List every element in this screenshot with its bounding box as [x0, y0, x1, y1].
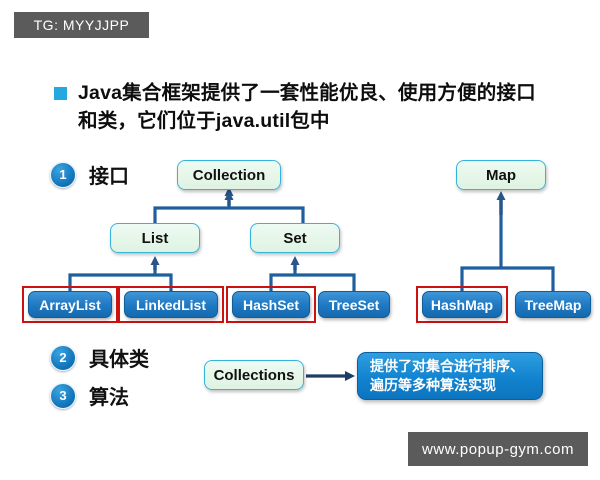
legend-item-concrete-classes: 2 具体类	[50, 343, 149, 372]
node-map[interactable]: Map	[456, 160, 546, 190]
node-list[interactable]: List	[110, 223, 200, 253]
heading-text: Java集合框架提供了一套性能优良、使用方便的接口和类，它们位于java.uti…	[78, 82, 536, 132]
legend-item-algorithm: 3 算法	[50, 381, 129, 410]
square-bullet-icon	[54, 87, 67, 100]
callout-line-2: 遍历等多种算法实现	[370, 377, 496, 393]
slide-heading: Java集合框架提供了一套性能优良、使用方便的接口和类，它们位于java.uti…	[54, 80, 554, 135]
node-linkedlist[interactable]: LinkedList	[124, 291, 218, 318]
node-treeset[interactable]: TreeSet	[318, 291, 390, 318]
legend-label-interface: 接口	[89, 166, 129, 188]
legend-number-badge-2: 2	[50, 344, 76, 371]
node-arraylist[interactable]: ArrayList	[28, 291, 112, 318]
node-collection[interactable]: Collection	[177, 160, 281, 190]
highlight-arraylist	[22, 286, 118, 323]
site-url-watermark: www.popup-gym.com	[408, 432, 588, 466]
node-hashmap[interactable]: HashMap	[422, 291, 502, 318]
legend-item-interface: 1 接口	[50, 160, 129, 189]
legend-number-badge-3: 3	[50, 382, 76, 409]
node-hashset[interactable]: HashSet	[232, 291, 310, 318]
legend-label-algorithm: 算法	[89, 387, 129, 409]
highlight-linkedlist	[118, 286, 224, 323]
node-set[interactable]: Set	[250, 223, 340, 253]
legend-label-concrete-classes: 具体类	[89, 349, 149, 371]
legend-number-badge-1: 1	[50, 161, 76, 188]
highlight-hashset	[226, 286, 316, 323]
node-collections[interactable]: Collections	[204, 360, 304, 390]
algorithm-callout: 提供了对集合进行排序、 遍历等多种算法实现	[357, 352, 543, 400]
callout-line-1: 提供了对集合进行排序、	[370, 357, 524, 374]
highlight-hashmap	[416, 286, 508, 323]
telegram-tag-watermark: TG: MYYJJPP	[14, 12, 149, 38]
node-treemap[interactable]: TreeMap	[515, 291, 591, 318]
